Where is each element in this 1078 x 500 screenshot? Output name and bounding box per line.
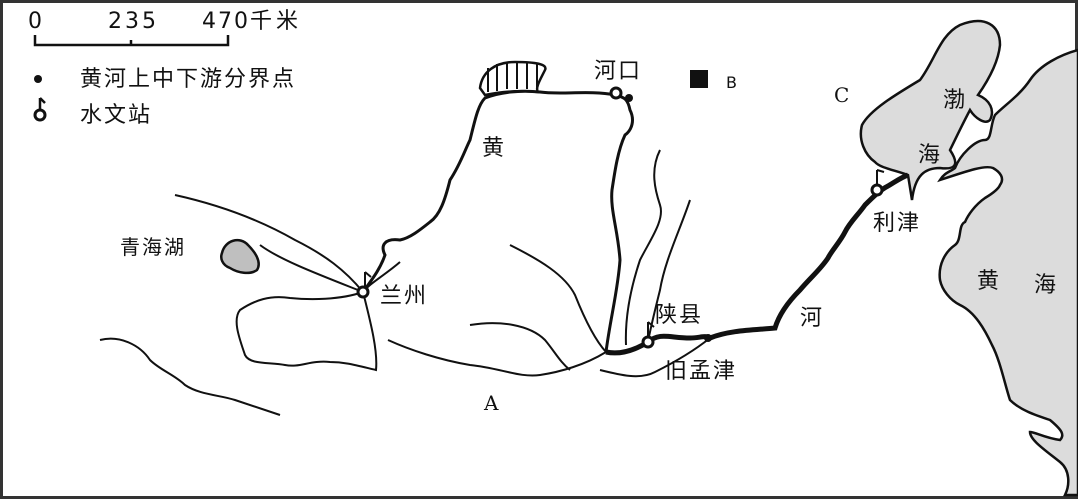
- yellow-sea-and-coast: [937, 48, 1078, 497]
- label-yellowsea-2: 海: [1034, 273, 1058, 298]
- label-lijin: 利津: [873, 211, 921, 236]
- label-river-he: 河: [800, 306, 824, 331]
- yellow-river-lower: [605, 172, 909, 356]
- division-dot-jiumengjin: [704, 334, 712, 342]
- scale-tick-470: 470: [202, 9, 250, 34]
- label-bohai-2: 海: [918, 143, 942, 168]
- legend-station-icon: [33, 97, 47, 122]
- station-lanzhou-icon: [356, 271, 372, 299]
- scale-bar: 0 235 470 千米: [28, 9, 302, 47]
- scale-unit: 千米: [250, 9, 302, 34]
- marker-b: B: [726, 73, 737, 92]
- marker-c: C: [834, 83, 849, 107]
- label-river-huang: 黄: [482, 136, 506, 161]
- hydro-stations: [356, 86, 885, 349]
- label-lanzhou: 兰州: [380, 284, 428, 309]
- station-lijin-icon: [870, 169, 885, 197]
- legend-label-division: 黄河上中下游分界点: [80, 67, 296, 92]
- marker-a: A: [483, 391, 499, 415]
- legend: 黄河上中下游分界点 水文站: [33, 67, 296, 128]
- marker-b-square: [690, 70, 708, 88]
- scale-tick-0: 0: [28, 9, 42, 34]
- division-dot-hekou: [625, 94, 633, 102]
- label-jiumengjin: 旧孟津: [665, 359, 737, 384]
- label-hekou: 河口: [594, 59, 642, 84]
- label-bohai-1: 渤: [943, 88, 967, 113]
- label-qinghai-lake: 青海湖: [120, 235, 186, 259]
- legend-dot-icon: [34, 75, 42, 83]
- yellow-river-upper-middle: [361, 89, 634, 353]
- scale-tick-235: 235: [108, 9, 159, 34]
- label-shanxian: 陕县: [655, 303, 703, 328]
- station-hekou-icon: [609, 86, 623, 100]
- label-yellowsea-1: 黄: [977, 269, 1001, 294]
- legend-label-station: 水文站: [80, 103, 152, 128]
- qinghai-lake: [220, 238, 260, 275]
- station-shanxian-icon: [641, 321, 655, 349]
- division-points: [625, 94, 712, 342]
